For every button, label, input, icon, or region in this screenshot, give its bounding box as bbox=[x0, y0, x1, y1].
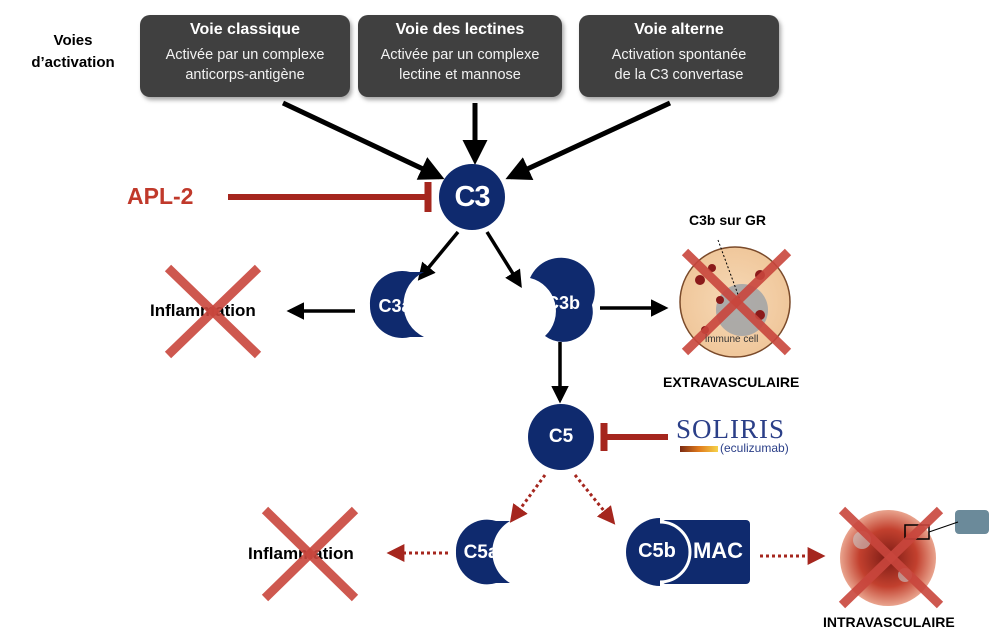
c5-node bbox=[528, 404, 594, 470]
c3b-label: C3b bbox=[545, 293, 580, 313]
pathway-title-classical: Voie classique bbox=[190, 21, 300, 38]
pathway-desc-classical-2: anticorps-antigène bbox=[185, 67, 305, 83]
pathway-title-lectin: Voie des lectines bbox=[395, 21, 525, 38]
pathways-label-line2: d’activation bbox=[31, 54, 115, 71]
soliris-generic: (eculizumab) bbox=[720, 441, 789, 455]
pathway-desc-classical-1: Activée par un complexe bbox=[165, 47, 325, 63]
c3-node bbox=[439, 164, 505, 230]
c5-label: C5 bbox=[548, 426, 574, 447]
soliris-inhibitor-line bbox=[600, 423, 668, 451]
pathway-box-alternative: Voie alterne Activation spontanée de la … bbox=[579, 15, 779, 97]
soliris-color-bar bbox=[680, 446, 718, 452]
soliris-brand: SOLIRIS bbox=[676, 414, 786, 444]
mac-label: MAC bbox=[692, 538, 744, 563]
c5b-label: C5b bbox=[638, 540, 676, 562]
pathway-title-alternative: Voie alterne bbox=[634, 21, 724, 38]
immune-cell-label: immune cell bbox=[705, 334, 759, 345]
c5b-mac-node bbox=[626, 518, 750, 586]
inflammation-cross-2 bbox=[261, 506, 359, 602]
pathways-label-line1: Voies bbox=[53, 32, 93, 49]
intravascular-label: INTRAVASCULAIRE bbox=[823, 614, 955, 630]
apl2-label: APL-2 bbox=[127, 183, 194, 209]
pathways-label: Voies d’activation bbox=[18, 30, 128, 74]
pathway-box-classical: Voie classique Activée par un complexe a… bbox=[140, 15, 350, 97]
c3b-node bbox=[530, 257, 595, 342]
c5a-node bbox=[455, 519, 510, 585]
c3a-label: C3a bbox=[378, 296, 412, 316]
c5a-label: C5a bbox=[463, 542, 499, 563]
pathway-desc-alternative-1: Activation spontanée bbox=[611, 47, 747, 63]
extravascular-label: EXTRAVASCULAIRE bbox=[663, 374, 800, 390]
inflammation-cross-1 bbox=[164, 264, 262, 359]
pathway-desc-lectin-2: lectine et mannose bbox=[399, 67, 521, 83]
intravascular-cross bbox=[838, 506, 944, 609]
c3-label: C3 bbox=[454, 181, 490, 213]
pathway-arrows bbox=[281, 100, 672, 180]
rbc-cross bbox=[681, 248, 792, 356]
c3b-rbc-label: C3b sur GR bbox=[689, 212, 767, 228]
pathway-desc-alternative-2: de la C3 convertase bbox=[614, 67, 744, 83]
c3a-node bbox=[369, 270, 424, 339]
apl2-inhibitor-line bbox=[228, 182, 432, 212]
pathway-box-lectin: Voie des lectines Activée par un complex… bbox=[358, 15, 562, 97]
pathway-desc-lectin-1: Activée par un complexe bbox=[380, 47, 540, 63]
